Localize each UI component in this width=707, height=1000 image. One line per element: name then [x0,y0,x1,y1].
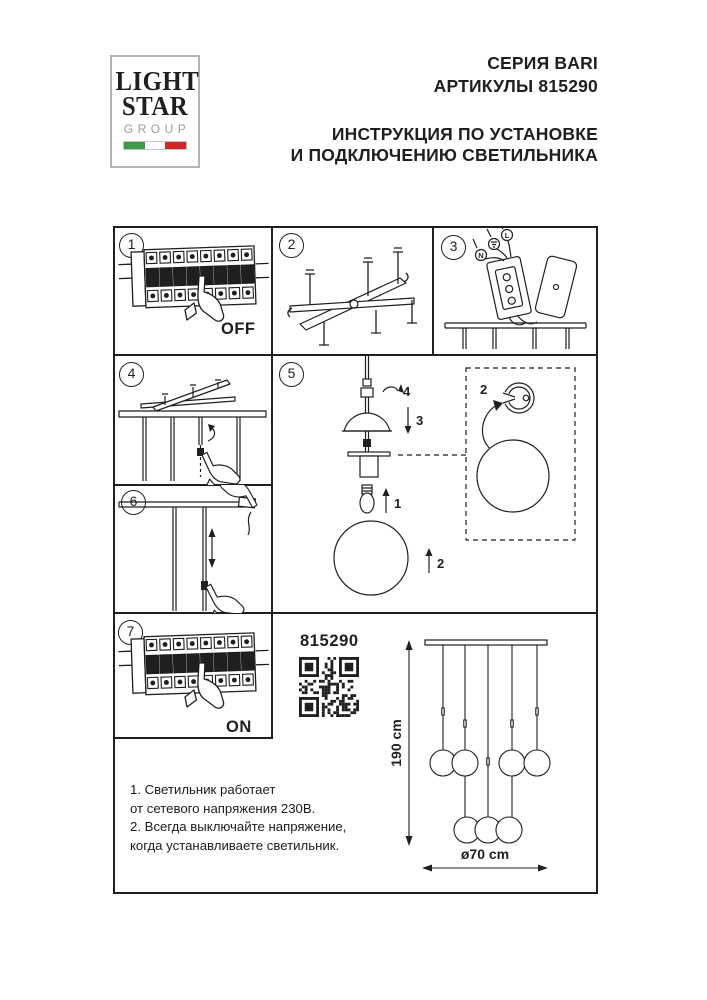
step-1-label: 1 [394,496,401,511]
instruction-title-line1: ИНСТРУКЦИЯ ПО УСТАНОВКЕ [331,124,598,144]
articles-title: АРТИКУЛЫ 815290 [433,76,598,96]
notes: 1. Светильник работает от сетевого напря… [130,781,346,855]
grid-line-h2 [113,484,273,486]
flag-red [165,142,187,149]
off-label: OFF [221,320,256,338]
lightstar-logo: LIGHT STAR GROUP [110,55,200,168]
logo-word-group: GROUP [123,122,191,136]
panel-3-drawing: N L [444,226,587,349]
note-line-2: от сетевого напряжения 230В. [130,800,316,816]
panel-5-number: 5 [279,362,304,387]
panel-5-drawing: 4 3 1 2 2 [333,355,576,596]
grid-line-v1 [271,226,273,739]
article-number: 815290 [300,632,359,650]
grid-line-h4 [113,737,273,739]
step-2-label: 2 [437,556,444,571]
step-3-label: 3 [416,413,423,428]
grid-line-h1 [113,354,598,356]
logo-word-light: LIGHT [115,66,200,96]
qr-code [298,656,359,717]
instruction-title-line2: И ПОДКЛЮЧЕНИЮ СВЕТИЛЬНИКА [290,145,598,165]
series-title: СЕРИЯ BARI [487,53,598,73]
panel-4-number: 4 [119,362,144,387]
flag-green [124,142,145,149]
logo-word-star: STAR [121,91,189,121]
grid-line-h3 [113,612,598,614]
panel-6-drawing [118,485,268,613]
detail-2-label: 2 [480,382,487,397]
step-4-label: 4 [403,384,411,399]
height-dimension-label: 190 cm [388,719,404,766]
flag-white [144,142,166,149]
note-line-1: 1. Светильник работает [130,782,276,797]
wire-l-label: L [505,231,510,240]
qr-code-svg [298,656,359,717]
header-titles: СЕРИЯ BARI АРТИКУЛЫ 815290 ИНСТРУКЦИЯ ПО… [291,52,598,166]
panel-2-drawing [287,247,417,346]
ground-symbol-icon [491,241,497,248]
wire-n-label: N [478,251,483,260]
grid-line-v2 [432,226,434,356]
note-line-4: когда устанавливаете светильник. [130,837,340,853]
italian-flag-bar [123,141,187,150]
panel-4-drawing [118,379,267,485]
panel-2-number: 2 [279,233,304,258]
panel-3-number: 3 [441,235,466,260]
diameter-dimension-label: ø70 cm [461,846,509,862]
fixture-dimensions-drawing: 190 cm ø70 cm [388,639,551,872]
note-line-3: 2. Всегда выключайте напряжение, [130,819,347,834]
instruction-grid-border [113,226,598,894]
on-label: ON [226,718,252,736]
